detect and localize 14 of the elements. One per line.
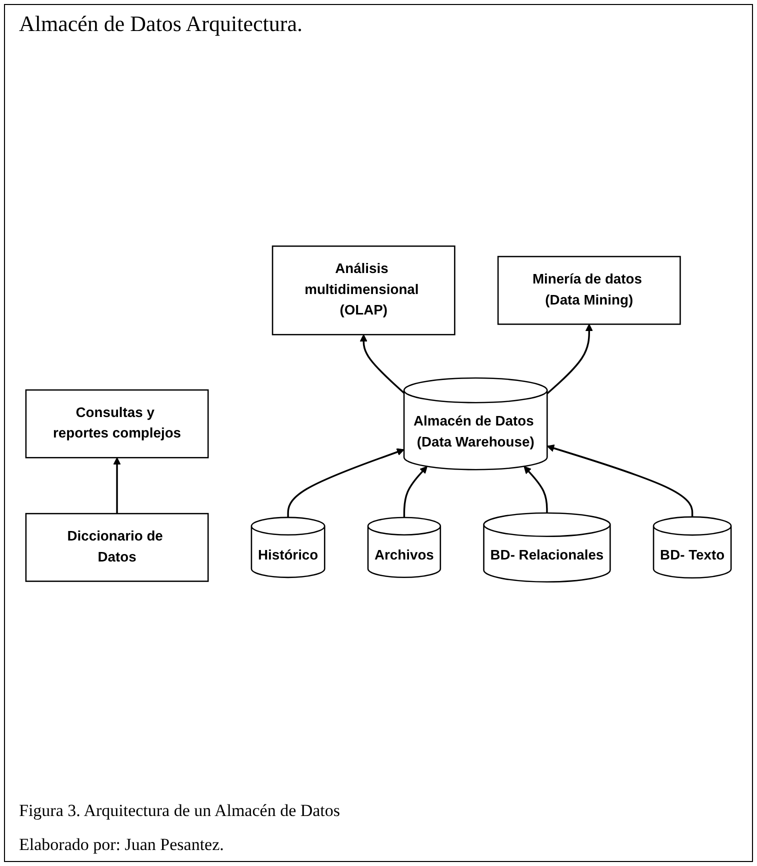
- node-box: Análisis multidimensional (OLAP): [272, 245, 456, 336]
- title: Almacén de Datos Arquitectura.: [19, 11, 304, 37]
- arrow: [360, 334, 405, 394]
- node-box: Minería de datos (Data Mining): [497, 256, 681, 325]
- arrow: [546, 444, 694, 517]
- caption: Figura 3. Arquitectura de un Almacén de Datos: [19, 801, 342, 821]
- node-box: Diccionario de Datos: [25, 512, 209, 582]
- arrow: [524, 466, 548, 513]
- node-box: Consultas y reportes complejos: [25, 389, 209, 458]
- arrow: [287, 448, 404, 518]
- arrow: [113, 457, 121, 514]
- arrow: [403, 466, 428, 518]
- arrow: [546, 324, 593, 394]
- note: Elaborado por: Juan Pesantez.: [19, 835, 225, 855]
